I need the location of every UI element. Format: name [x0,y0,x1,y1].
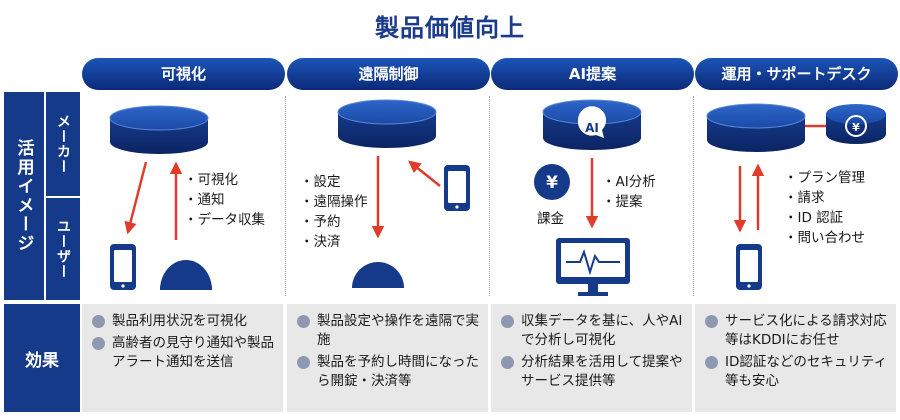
effect-item: サービス化による請求対応等はKDDIにお任せ [703,312,890,350]
bullet-dot-icon [297,356,310,369]
billing-label: 課金 [537,211,564,227]
monitor-pulse-icon [556,238,630,296]
feature-item: ・請求 [784,190,825,206]
smartphone-icon [444,165,470,211]
feature-item: ・可視化 [184,172,238,188]
column-header-ai-proposal: AI提案 [491,58,694,90]
iot-device-dome-icon [160,260,212,290]
side-label-effect: 効果 [4,304,80,412]
effect-item: 製品を予約し時間になったら開錠・決済等 [295,353,482,391]
feature-item: ・遠隔操作 [300,194,368,210]
side-label-user: ユーザー [46,198,80,300]
remote-control-feature-list: ・設定 ・遠隔操作 ・予約 ・決済 [300,172,368,252]
smartphone-icon [736,244,762,290]
smartphone-icon [110,244,136,290]
side-label-usage: 活用イメージ [4,92,44,300]
feature-item: ・予約 [300,214,341,230]
feature-item: ・ID 認証 [784,210,844,226]
column-header-support-desk: 運用・サポートデスク [695,58,898,90]
feature-item: ・設定 [300,174,341,190]
column-header-visualize: 可視化 [82,58,285,90]
effect-item: 製品設定や操作を遠隔で実施 [295,312,482,350]
column-divider [693,96,694,296]
effect-box-support-desk: サービス化による請求対応等はKDDIにお任せ ID認証などのセキュリティ等も安心 [695,304,896,412]
yen-coin-icon: ¥ [534,164,570,200]
effect-box-visualize: 製品利用状況を可視化 高齢者の見守り通知や製品アラート通知を送信 [82,304,283,412]
effect-box-remote-control: 製品設定や操作を遠隔で実施 製品を予約し時間になったら開錠・決済等 [287,304,488,412]
feature-item: ・決済 [300,234,341,250]
bullet-dot-icon [297,315,310,328]
database-cylinder-icon [109,105,209,154]
bullet-dot-icon [92,315,105,328]
effect-item: ID認証などのセキュリティ等も安心 [703,353,890,391]
bullet-dot-icon [705,356,718,369]
ai-badge-label: AI [585,121,599,135]
side-label-maker: メーカー [46,92,80,196]
feature-item: ・通知 [184,192,225,208]
support-feature-list: ・プラン管理 ・請求 ・ID 認証 ・問い合わせ [784,168,865,248]
arrow-down [124,161,148,235]
effect-item: 収集データを基に、人やAIで分析し可視化 [499,312,686,350]
iot-device-dome-icon [352,262,404,288]
effect-item: 分析結果を活用して提案やサービス提供等 [499,353,686,391]
feature-item: ・プラン管理 [784,170,865,186]
svg-text:¥: ¥ [852,121,860,134]
database-cylinder-icon [706,103,806,152]
column-divider [285,96,286,296]
bullet-dot-icon [501,356,514,369]
svg-text:¥: ¥ [546,173,558,193]
arrow-diagonal [408,160,441,187]
feature-item: ・問い合わせ [784,230,865,246]
database-cylinder-icon [337,99,437,148]
ai-feature-list: ・AI分析 ・提案 [602,172,656,212]
effect-item: 製品利用状況を可視化 [90,312,277,331]
sync-yen-icon: ¥ [826,104,886,144]
page-title: 製品価値向上 [375,14,525,42]
bullet-dot-icon [705,315,718,328]
column-divider [489,96,490,296]
effect-box-ai-proposal: 収集データを基に、人やAIで分析し可視化 分析結果を活用して提案やサービス提供等 [491,304,692,412]
column-header-remote-control: 遠隔制御 [287,58,490,90]
feature-item: ・AI分析 [602,174,656,190]
feature-item: ・データ収集 [184,212,265,228]
bullet-dot-icon [92,337,105,350]
visualize-feature-list: ・可視化 ・通知 ・データ収集 [184,170,265,230]
effect-item: 高齢者の見守り通知や製品アラート通知を送信 [90,334,277,372]
bullet-dot-icon [501,315,514,328]
feature-item: ・提案 [602,194,643,210]
